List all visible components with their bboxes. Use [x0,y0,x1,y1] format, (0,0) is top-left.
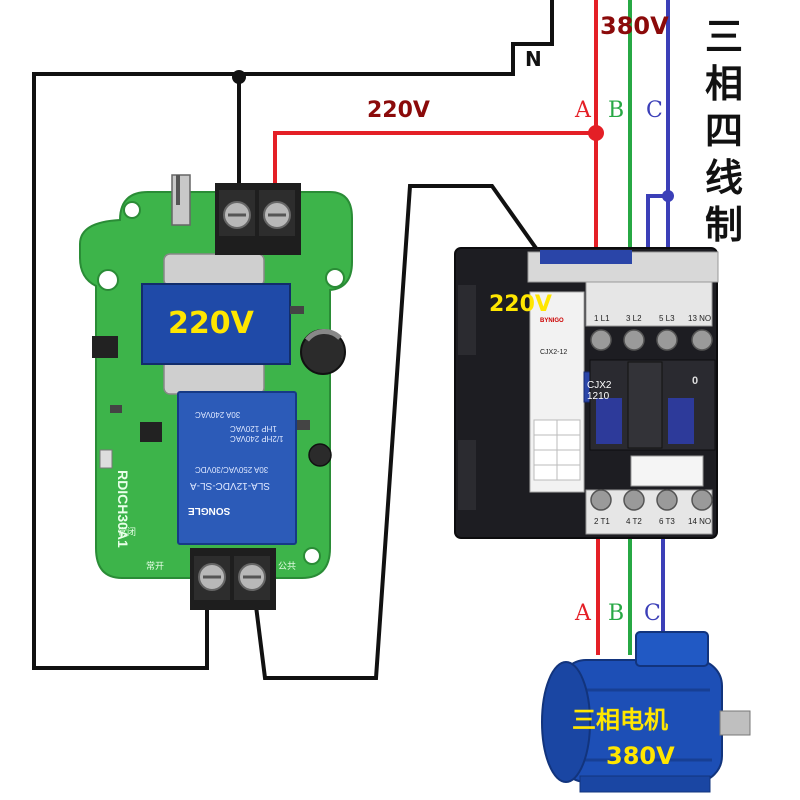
contactor-top-terminal-3: 5 L3 [659,314,675,323]
relay-rating-2: 1HP 120VAC [230,424,277,433]
contactor-brand: BYNIGO [540,318,564,324]
neutral-label: N [525,47,542,71]
relay-bottom-terminal [190,548,276,610]
relay-module [79,174,353,610]
contactor [454,247,719,539]
transformer [141,283,291,365]
phase-a-label-top: A [575,98,591,123]
phase-a-junction [588,125,604,141]
coil-return-wire [253,184,552,680]
motor [541,631,751,793]
relay-rating-1: 30A 250VAC/30VDC [195,465,269,474]
contactor-top-terminal-1: 1 L1 [594,314,610,323]
relay [177,391,297,545]
control-voltage-label: 220V [367,98,430,123]
motor-label: 三相电机 [572,706,668,734]
contactor-top-screws [585,281,713,351]
phase-b-label-top: B [608,98,625,123]
terminal-label-no: 常开 [146,561,165,571]
transformer-voltage-label: 220V [168,306,254,341]
contactor-top-terminal-4: 13 NO [688,314,712,323]
contactor-bottom-terminal-2: 4 T2 [626,517,642,526]
terminal-label-com: 公共 [278,561,297,571]
relay-rating-4: 30A 240VAC [195,410,241,419]
contactor-bottom-terminal-4: 14 NO [688,517,712,526]
neutral-junction [232,70,246,84]
contactor-model-plate: CJX2 1210 [587,380,612,402]
contactor-bottom-screws [585,489,713,535]
motor-terminal-box [635,631,709,667]
contactor-indicator: 0 [692,375,699,387]
motor-shaft [719,710,751,736]
top-voltage-label: 380V [600,12,669,40]
coil-voltage-label: 220V [489,292,552,317]
terminal-label-nc: 常闭 [118,527,137,537]
relay-brand-label: SONGLE [188,505,231,516]
contactor-top-terminal-2: 3 L2 [626,314,642,323]
phase-a-label-bottom: A [575,601,591,626]
contactor-model: CJX2-12 [540,349,568,356]
system-type-label: 三 相 四 线 制 [704,15,743,247]
contactor-actuator [630,455,704,487]
relay-rating-3: 1/2HP 240VAC [230,434,284,443]
relay-top-terminal [215,183,301,255]
contactor-bottom-terminal-1: 2 T1 [594,517,610,526]
contactor-bottom-terminal-3: 6 T3 [659,517,675,526]
phase-c-label-bottom: C [644,601,661,626]
motor-voltage-label: 380V [606,742,675,770]
phase-b-label-bottom: B [608,601,625,626]
phase-c-label-top: C [646,98,663,123]
relay-model-label: SLA-12VDC-SL-A [190,480,271,491]
